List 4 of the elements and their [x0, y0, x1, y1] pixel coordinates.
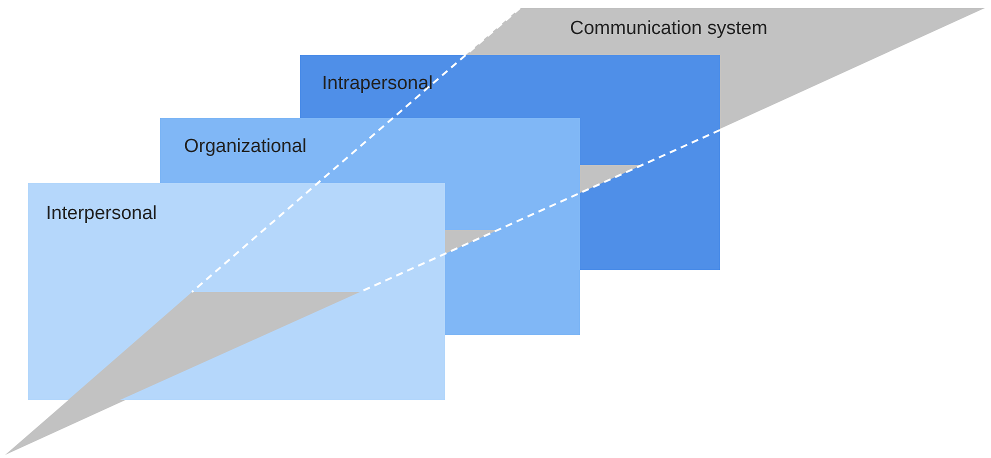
layer-label: Organizational [184, 136, 307, 158]
plane-label: Communication system [570, 18, 768, 40]
layer-label: Interpersonal [46, 203, 157, 225]
layer-label: Intrapersonal [322, 73, 433, 95]
